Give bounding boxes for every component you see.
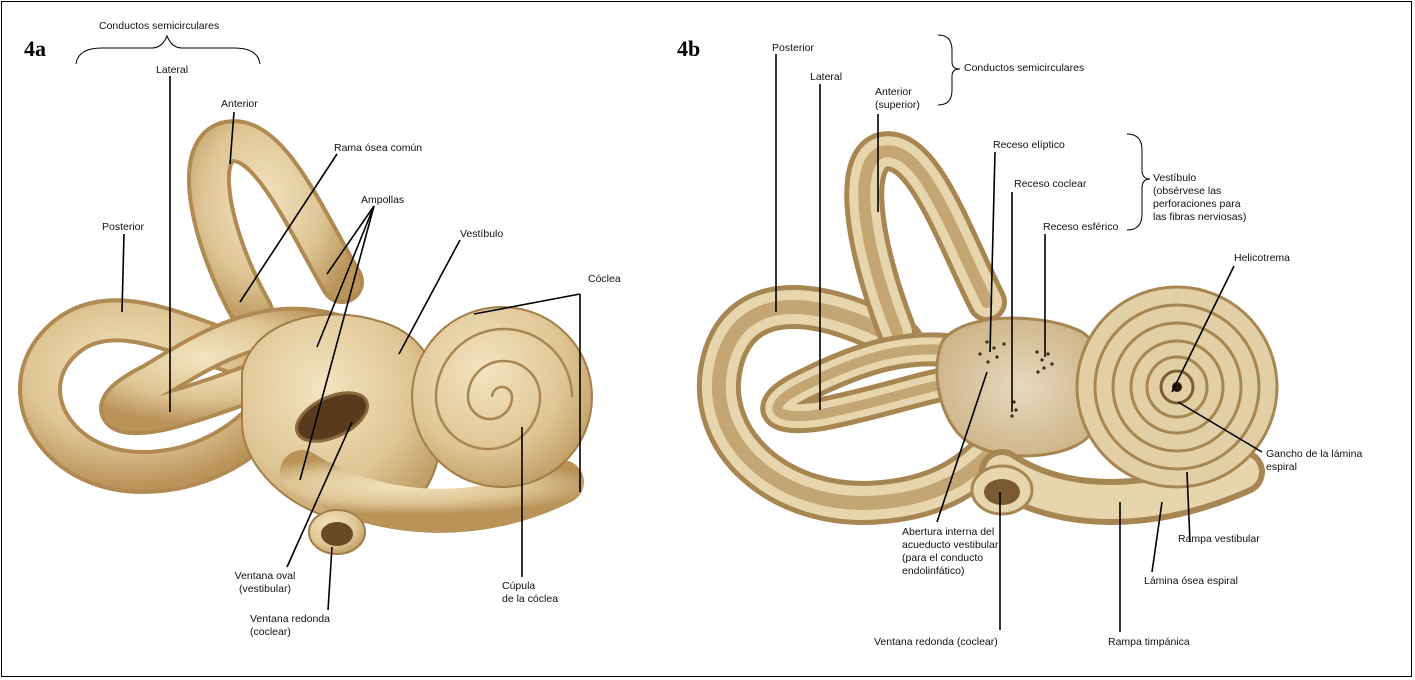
panel-label-4b: 4b (677, 36, 700, 62)
anterior-canal-4a (209, 141, 342, 312)
label-canals-4b: Conductos semicirculares (964, 62, 1084, 75)
cochlea-4b (1077, 287, 1277, 487)
label-elliptic-recess: Receso elíptico (993, 139, 1065, 152)
label-scala-vestibuli: Rampa vestibular (1178, 533, 1260, 546)
panel-4b-drawing (719, 35, 1277, 514)
canals-bracket-4b (938, 35, 960, 105)
label-scala-tympani: Rampa timpánica (1108, 636, 1190, 649)
label-vestibule-4a: Vestíbulo (460, 228, 503, 241)
cochlea-4a (412, 307, 592, 487)
canals-bracket (76, 36, 260, 64)
label-lateral-4b: Lateral (810, 71, 842, 84)
label-oval-window: Ventana oval(vestibular) (220, 570, 310, 596)
round-window-4b (972, 466, 1032, 514)
label-osseous-spiral-lamina: Lámina ósea espiral (1144, 575, 1238, 588)
round-window-4a (309, 510, 365, 554)
label-ampullae: Ampollas (361, 194, 404, 207)
panel-label-4a: 4a (24, 36, 46, 62)
label-posterior-4a: Posterior (102, 221, 144, 234)
label-round-window-4b: Ventana redonda (coclear) (874, 636, 998, 649)
label-anterior-4a: Anterior (221, 98, 258, 111)
label-posterior-4b: Posterior (772, 42, 814, 55)
label-canals-4a: Conductos semicirculares (99, 20, 219, 33)
label-common-crus: Rama ósea común (334, 142, 422, 155)
label-anterior-4b: Anterior(superior) (875, 86, 920, 112)
label-round-window-4a: Ventana redonda(coclear) (250, 613, 330, 639)
label-cochlea-4a: Cóclea (588, 273, 621, 286)
label-spherical-recess: Receso esférico (1043, 221, 1118, 234)
vestibule-bracket-4b (1127, 134, 1150, 230)
label-lateral-4a: Lateral (156, 64, 188, 77)
anterior-canal-4b (864, 151, 987, 332)
lateral-canal-4b (777, 349, 962, 416)
label-vestibule-4b: Vestíbulo(obsérvese las perforaciones pa… (1153, 172, 1246, 224)
label-helicotrema: Helicotrema (1234, 252, 1290, 265)
label-cochlear-recess: Receso coclear (1014, 178, 1086, 191)
